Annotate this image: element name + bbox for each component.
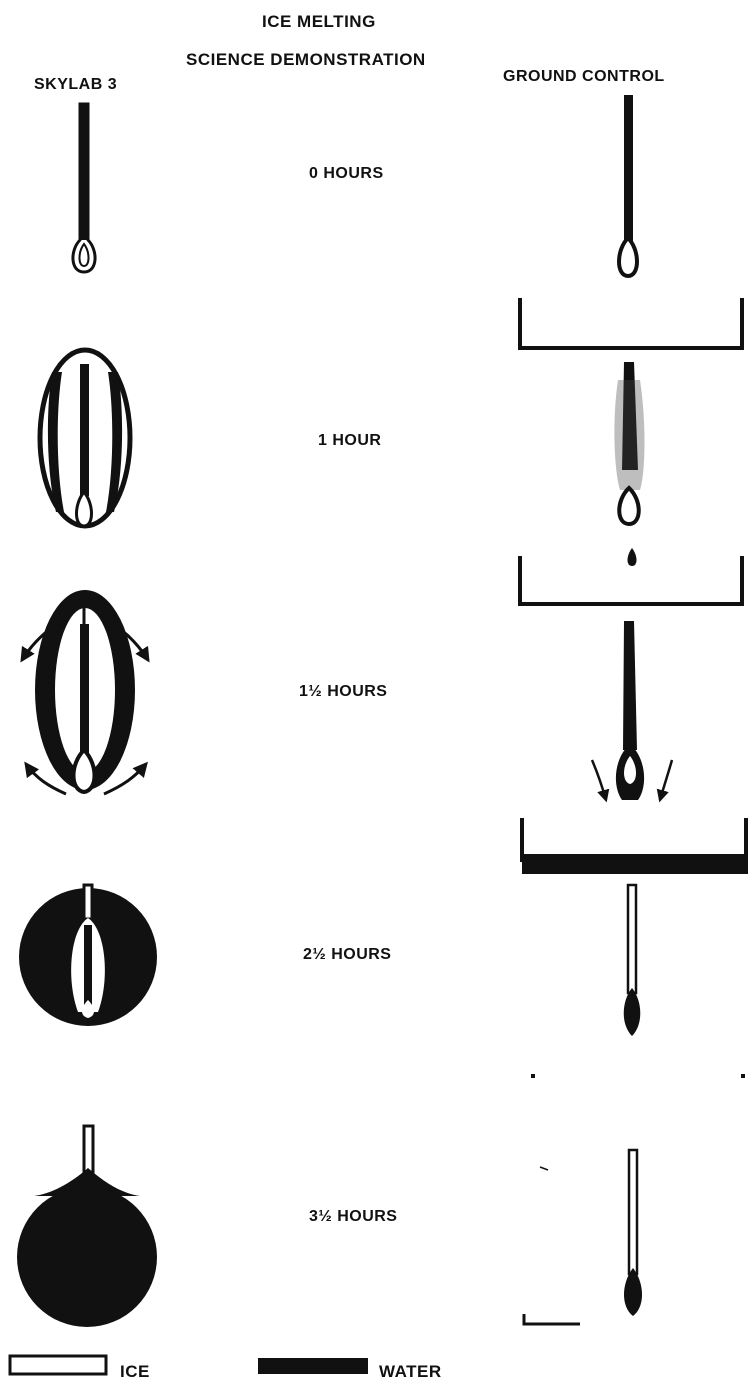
- legend-ice-label: ICE: [120, 1362, 150, 1381]
- skylab-stage-0: [71, 102, 97, 274]
- skylab-stage-2: [20, 590, 150, 796]
- skylab-stage-3: [19, 883, 157, 1026]
- column-heading-skylab: SKYLAB 3: [34, 76, 118, 93]
- legend-ice-swatch: [8, 1354, 108, 1376]
- stage-label-3: 2½ HOURS: [303, 946, 392, 963]
- legend: [8, 1354, 368, 1376]
- title-line-2: SCIENCE DEMONSTRATION: [186, 50, 426, 69]
- stage-label-1: 1 HOUR: [318, 432, 382, 449]
- column-heading-ground: GROUND CONTROL: [503, 68, 665, 85]
- skylab-stage-4: [17, 1124, 157, 1327]
- ground-stage-1: [518, 362, 744, 606]
- ground-stage-0: [518, 95, 744, 350]
- stage-label-0: 0 HOURS: [309, 165, 384, 182]
- legend-water-swatch: [258, 1358, 368, 1374]
- stage-label-2: 1½ HOURS: [299, 683, 388, 700]
- legend-water-label: WATER: [379, 1362, 442, 1381]
- ground-stage-3: [531, 883, 745, 1078]
- title-line-1: ICE MELTING: [262, 12, 376, 31]
- skylab-stage-1: [37, 347, 133, 529]
- stage-label-4: 3½ HOURS: [309, 1208, 398, 1225]
- ground-stage-4: [522, 1148, 643, 1326]
- ground-stage-2: [520, 621, 748, 874]
